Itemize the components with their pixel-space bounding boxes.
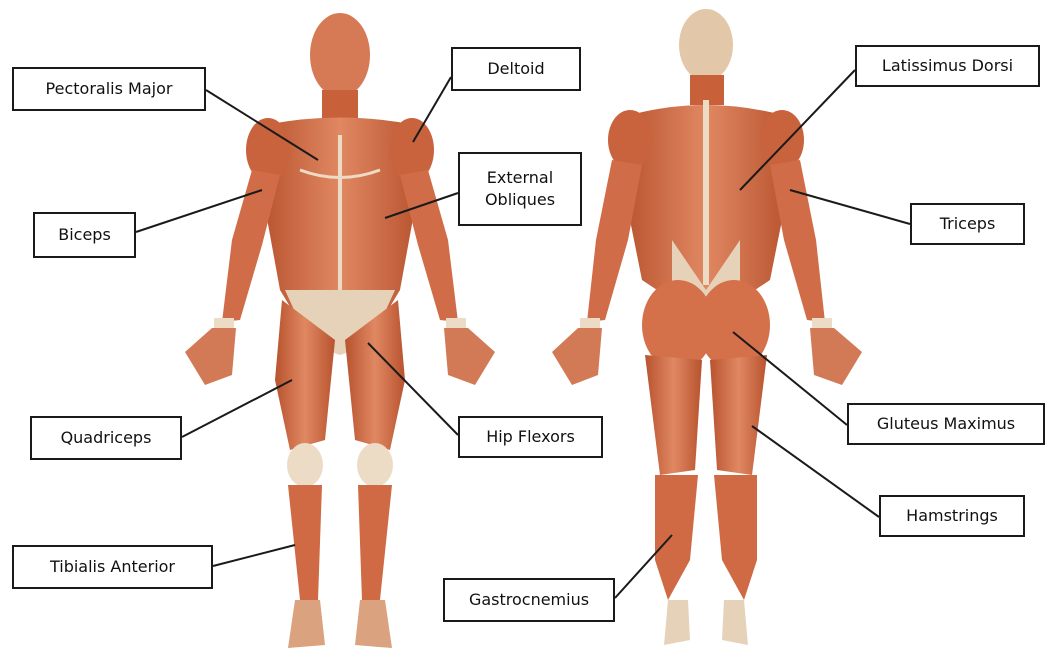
leader-tibialis-anterior [213,545,295,566]
label-external-obliques: External Obliques [458,152,582,226]
label-hip-flexors: Hip Flexors [458,416,603,458]
front-right-foot [355,600,392,648]
leader-deltoid [413,77,451,142]
front-neck [322,90,358,120]
front-left-wrist [214,318,234,328]
front-right-wrist [446,318,466,328]
front-body-figure [185,13,495,648]
back-left-hand [552,328,602,385]
front-left-foot [288,600,325,648]
back-left-thigh [645,355,702,475]
front-right-hand [444,328,495,385]
back-right-hand [810,328,862,385]
label-latissimus-dorsi: Latissimus Dorsi [855,45,1040,87]
label-gluteus-maximus: Gluteus Maximus [847,403,1045,445]
front-right-knee [357,443,393,487]
label-deltoid: Deltoid [451,47,581,91]
back-left-achilles [664,600,690,645]
back-left-calf [655,475,698,600]
back-body-figure [552,9,862,645]
back-right-thigh [710,355,767,475]
front-left-shin [288,485,322,600]
front-head [310,13,370,97]
label-tibialis-anterior: Tibialis Anterior [12,545,213,589]
back-right-wrist [812,318,832,328]
front-right-arm [400,170,458,322]
front-right-shin [358,485,392,600]
label-pectoralis-major: Pectoralis Major [12,67,206,111]
label-quadriceps: Quadriceps [30,416,182,460]
back-right-arm [770,160,825,322]
label-triceps: Triceps [910,203,1025,245]
label-gastrocnemius: Gastrocnemius [443,578,615,622]
back-right-achilles [722,600,748,645]
back-right-calf [714,475,757,600]
front-left-knee [287,443,323,487]
leader-quadriceps [182,380,292,437]
label-hamstrings: Hamstrings [879,495,1025,537]
back-head [679,9,733,81]
back-left-arm [587,160,642,322]
front-left-hand [185,328,236,385]
label-biceps: Biceps [33,212,136,258]
back-left-wrist [580,318,600,328]
